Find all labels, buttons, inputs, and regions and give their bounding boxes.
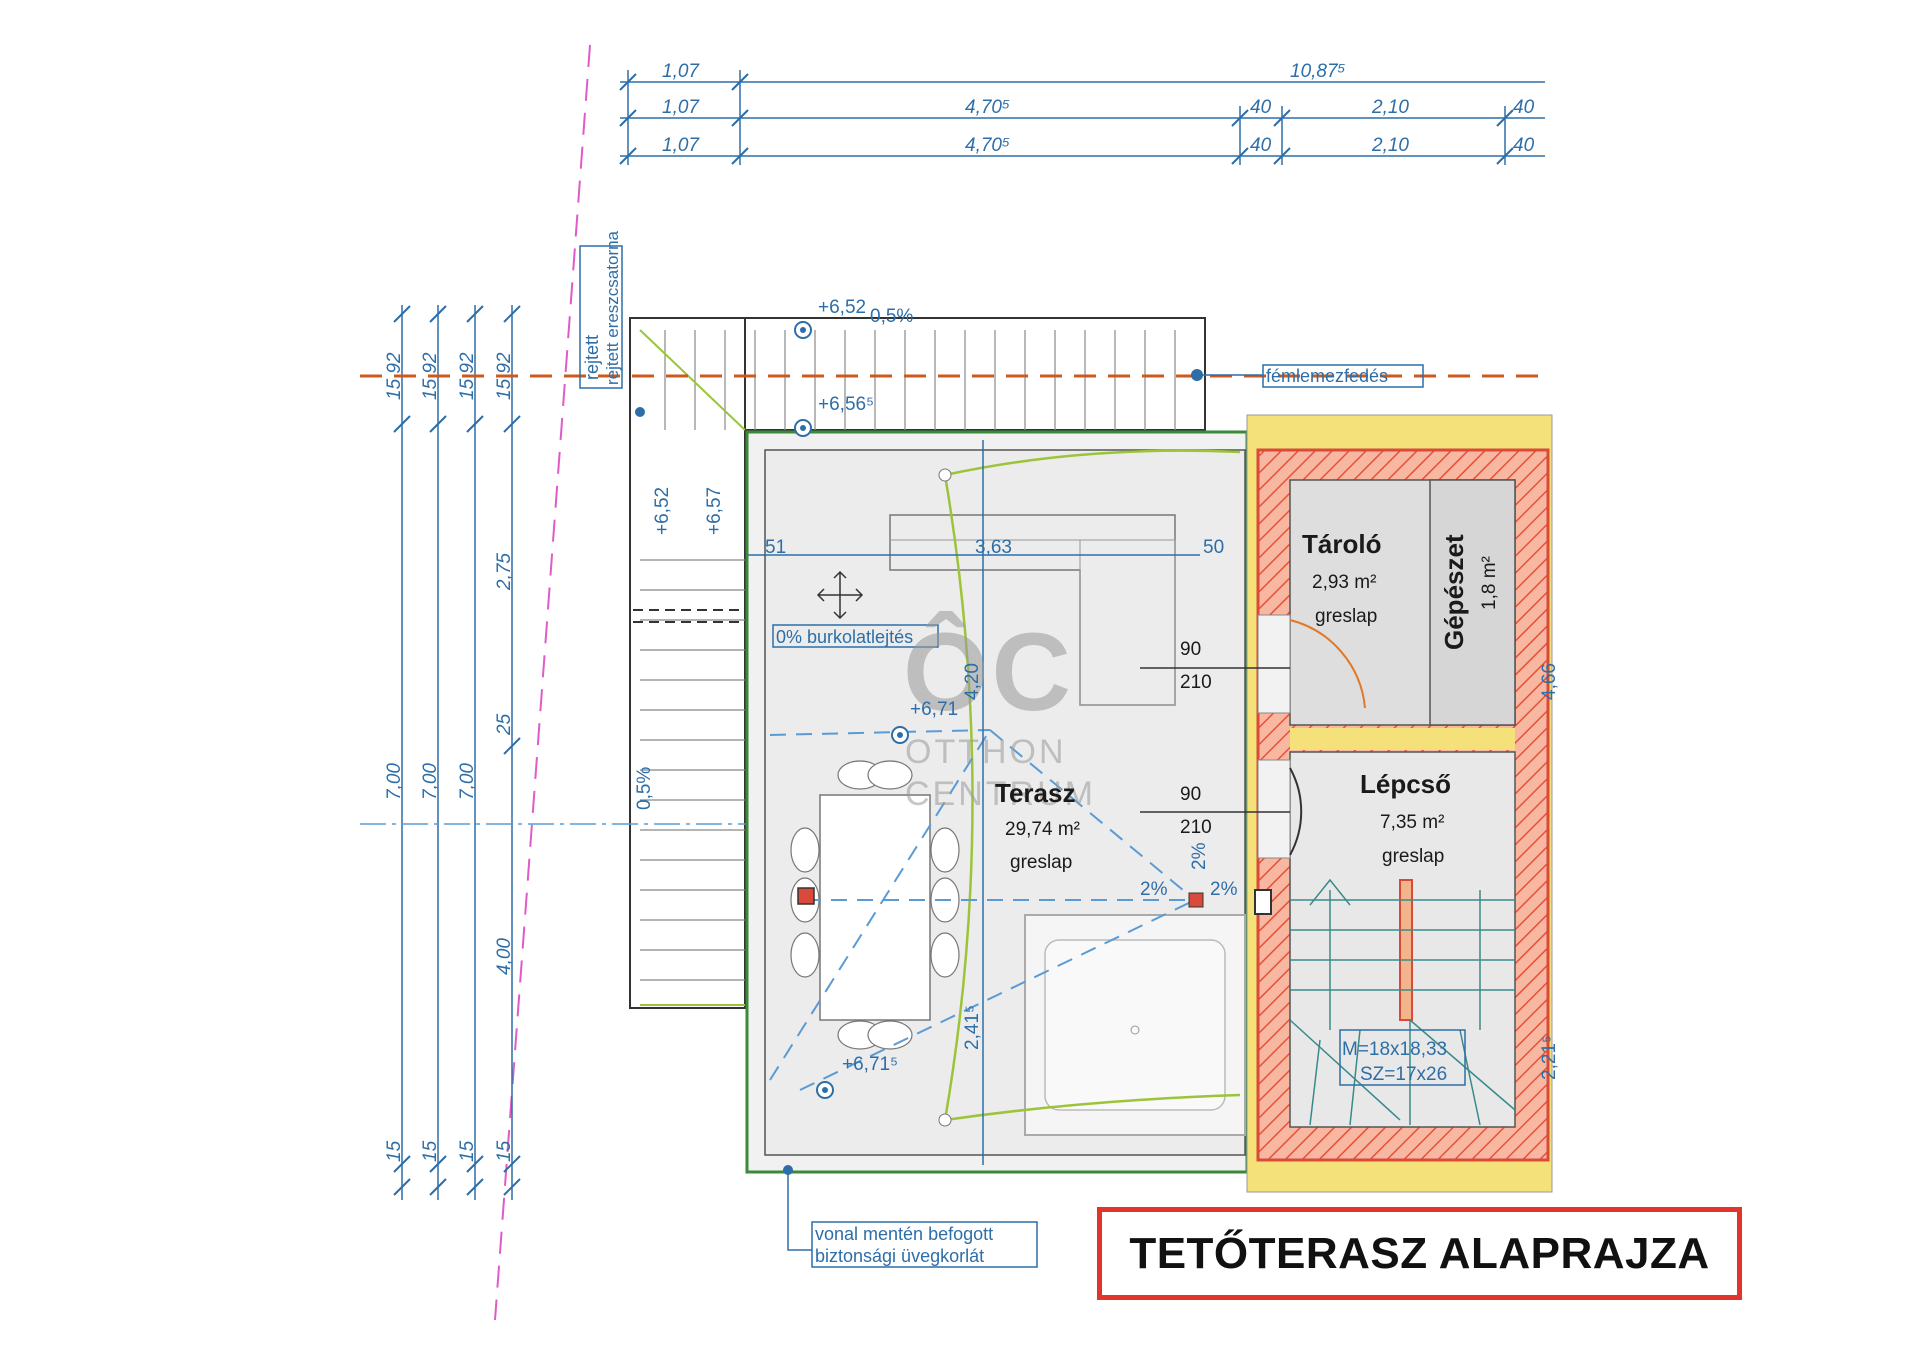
note-boxes xyxy=(579,245,1424,1268)
stair-sz: SZ=17x26 xyxy=(1360,1064,1447,1085)
slope-05-top: 0,5% xyxy=(870,306,913,327)
building xyxy=(1140,414,1553,1193)
room-lepcso-area: 7,35 m² xyxy=(1380,812,1444,833)
room-terasz-floor: greslap xyxy=(1010,852,1072,873)
dim-left-inner-400: 4,00 xyxy=(494,938,515,975)
drain-slope-up: 2% xyxy=(1189,842,1210,870)
dim-top-r2-d: 2,10 xyxy=(1371,97,1409,118)
left-dim-labels: 15 92 15 92 15 92 15 92 7,00 7,00 7,00 2… xyxy=(384,352,515,1162)
dim-2415: 2,41⁵ xyxy=(962,1005,983,1050)
dim-top-r2-c: 40 xyxy=(1250,97,1272,118)
level-6715: +6,71⁵ xyxy=(842,1054,898,1075)
dim-top-r3-c: 40 xyxy=(1250,135,1272,156)
dim-left-inner-275: 2,75 xyxy=(494,553,515,591)
dim-top-r3-b: 4,70⁵ xyxy=(965,135,1010,156)
title-box: TETŐTERASZ ALAPRAJZA xyxy=(1097,1207,1742,1300)
dim-top-r3-d: 2,10 xyxy=(1371,135,1409,156)
dim-right-2215: 2,21⁵ xyxy=(1539,1035,1560,1080)
dim-left-mid-3: 7,00 xyxy=(457,763,478,800)
terrace xyxy=(635,321,1249,1175)
note-glass-2: biztonsági üvegkorlát xyxy=(815,1246,984,1266)
room-gepeszet-area: 1,8 m² xyxy=(1479,556,1500,610)
dim-top-r1-a: 1,07 xyxy=(662,61,700,82)
move-icon xyxy=(816,570,864,620)
top-dimensions xyxy=(619,70,1545,165)
stair-m: M=18x18,33 xyxy=(1342,1039,1447,1060)
room-terasz-name: Terasz xyxy=(995,778,1075,808)
dim-51: 51 xyxy=(765,537,786,558)
door2-height: 210 xyxy=(1180,817,1212,838)
dim-top-r3-a: 1,07 xyxy=(662,135,700,156)
dim-top-r2-b: 4,70⁵ xyxy=(965,97,1010,118)
note-gutter: rejtett ereszcsatorna xyxy=(603,230,622,385)
dim-right-466: 4,66 xyxy=(1539,663,1560,700)
dim-left-bot-1: 15 xyxy=(384,1140,405,1162)
dim-left-bot-3: 15 xyxy=(457,1140,478,1162)
room-terasz-area: 29,74 m² xyxy=(1005,819,1080,840)
dim-top-r2-e: 40 xyxy=(1513,97,1535,118)
level-652-top: +6,52 xyxy=(818,297,866,318)
room-lepcso-floor: greslap xyxy=(1382,846,1444,867)
watermark-line1: OTTHON xyxy=(905,733,1067,771)
roof-area xyxy=(629,317,1206,1009)
watermark: ÔC OTTHON CENTRUM xyxy=(903,611,1096,813)
watermark-line2: CENTRUM xyxy=(905,775,1096,813)
dim-top-r3-e: 40 xyxy=(1513,135,1535,156)
property-line xyxy=(494,44,591,1321)
level-652-side: +6,52 xyxy=(652,487,673,535)
dim-left-bot-2: 15 xyxy=(420,1140,441,1162)
dim-left-bot-4: 15 xyxy=(494,1140,515,1162)
plan-title: TETŐTERASZ ALAPRAJZA xyxy=(1129,1228,1710,1278)
room-tarolo-area: 2,93 m² xyxy=(1312,572,1376,593)
room-tarolo-name: Tároló xyxy=(1302,529,1381,559)
level-6565: +6,56⁵ xyxy=(818,394,874,415)
dim-50: 50 xyxy=(1203,537,1224,558)
dim-left-mid-2: 7,00 xyxy=(420,763,441,800)
room-tarolo-floor: greslap xyxy=(1315,606,1377,627)
dim-left-mid-1: 7,00 xyxy=(384,763,405,800)
drain-slope-left: 2% xyxy=(1140,879,1168,900)
watermark-logo: ÔC xyxy=(903,611,1074,734)
dim-top-r2-a: 1,07 xyxy=(662,97,700,118)
room-lepcso-name: Lépcső xyxy=(1360,769,1451,799)
note-metal-roof: fémlemezfedés xyxy=(1266,366,1388,386)
dim-top-r1-b: 10,87⁵ xyxy=(1290,61,1346,82)
door2-width: 90 xyxy=(1180,784,1201,805)
slope-side: 0,5% xyxy=(634,767,655,810)
door1-height: 210 xyxy=(1180,672,1212,693)
left-dimensions xyxy=(393,305,521,1200)
drain-slope-right: 2% xyxy=(1210,879,1238,900)
level-671: +6,71 xyxy=(910,699,958,720)
note-glass-1: vonal mentén befogott xyxy=(815,1224,993,1244)
note-gutter-1: rejtett xyxy=(582,335,602,380)
dim-left-inner-25: 25 xyxy=(494,713,515,736)
door1-width: 90 xyxy=(1180,639,1201,660)
note-slope-0: 0% burkolatlejtés xyxy=(776,627,913,647)
level-657-side: +6,57 xyxy=(704,487,725,535)
dim-363: 3,63 xyxy=(975,537,1012,558)
room-gepeszet-name: Gépészet xyxy=(1439,534,1469,650)
dim-420: 4,20 xyxy=(962,663,983,700)
